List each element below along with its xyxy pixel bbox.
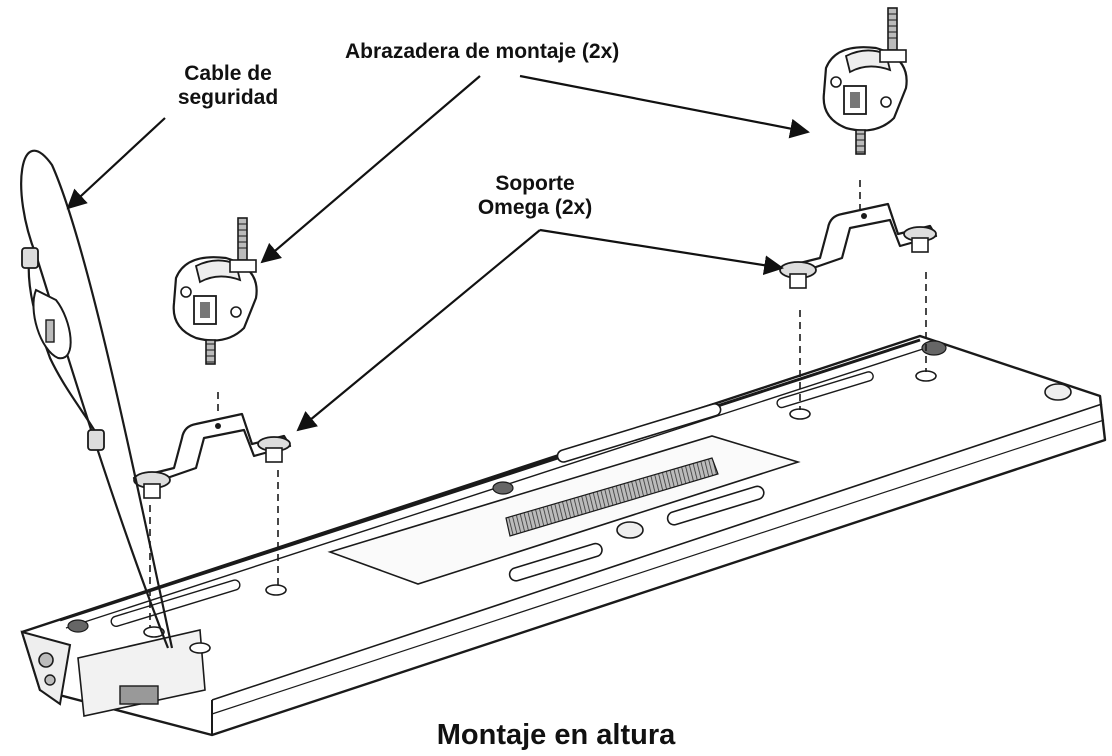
omega-bracket-label: Soporte Omega (2x) [470,172,600,220]
alignment-lines [149,180,927,628]
arrow-omega-right [539,228,784,276]
safety-cable-icon [20,149,174,649]
mounting-clamp-icon [822,6,908,156]
fixture-bar-icon [20,334,1107,737]
mounting-clamp-icon [172,216,258,366]
safety-cable-label: Cable de seguridad [168,62,288,110]
omega-bracket-icon [132,412,292,500]
diagram-title: Montaje en altura [436,719,676,751]
arrow-clamp-right [519,74,810,139]
arrow-safety-cable [66,117,166,210]
arrow-omega-left [296,229,541,432]
omega-bracket-label-line1: Soporte [495,172,575,195]
safety-cable-label-line2: seguridad [177,86,279,109]
safety-cable-label-line1: Cable de [184,62,272,85]
omega-bracket-label-line2: Omega (2x) [477,196,593,219]
mounting-clamp-label: Abrazadera de montaje (2x) [345,40,620,63]
omega-bracket-icon [778,202,938,290]
arrow-clamp-left [260,75,481,264]
callout-arrows [66,74,810,432]
